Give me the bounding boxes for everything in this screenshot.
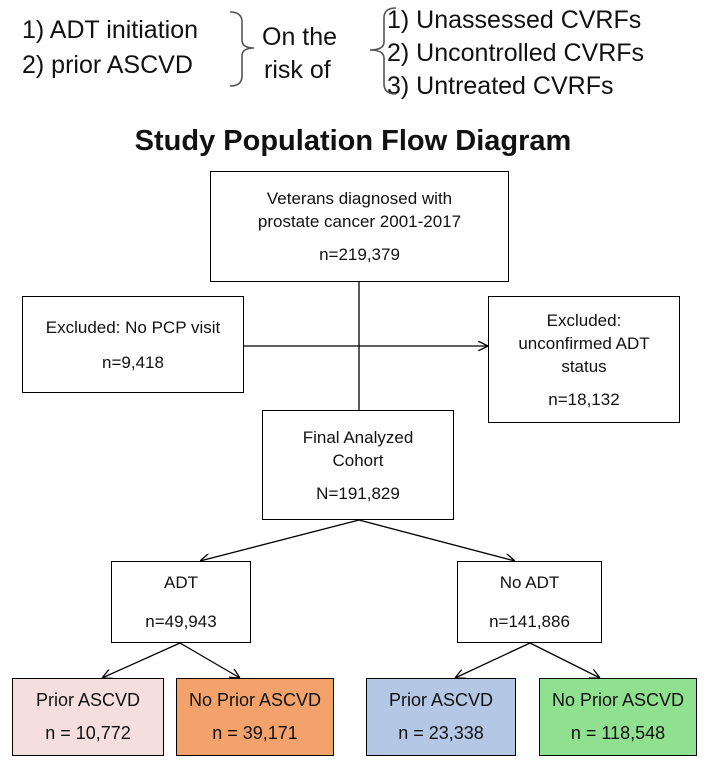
box-no-adt: No ADT n=141,886	[457, 561, 602, 643]
box-excluded-pcp-count: n=9,418	[102, 352, 164, 372]
box-noadt-prior-ascvd-label: Prior ASCVD	[388, 690, 494, 710]
box-noadt-prior-ascvd: Prior ASCVD n = 23,338	[366, 678, 516, 756]
left-brace	[229, 11, 255, 87]
arrow-adt-no-prior	[179, 642, 240, 678]
box-excluded-pcp-line-1: Excluded: No PCP visit	[45, 317, 221, 337]
box-excluded-adt: Excluded: unconfirmed ADT status n=18,13…	[488, 296, 680, 423]
arrow-to-adt	[200, 519, 360, 561]
connector-line-2: risk of	[264, 56, 331, 84]
box-no-adt-count: n=141,886	[489, 612, 570, 631]
box-adt-prior-ascvd: Prior ASCVD n = 10,772	[12, 678, 164, 756]
outcome-2: 2) Uncontrolled CVRFs	[387, 39, 645, 67]
arrow-noadt-no-prior	[529, 642, 600, 678]
arrow-to-no-adt	[358, 519, 515, 561]
arrow-noadt-prior	[455, 642, 531, 678]
arrow-adt-prior	[102, 642, 181, 678]
right-brace	[369, 7, 397, 95]
box-noadt-prior-ascvd-count: n = 23,338	[398, 723, 484, 743]
box-excluded-pcp: Excluded: No PCP visit n=9,418	[22, 296, 244, 393]
box-no-adt-label: No ADT	[499, 573, 560, 592]
exposure-1: 1) ADT initiation	[22, 16, 199, 44]
connector-line-1: On the	[262, 23, 338, 51]
box-veterans-count: n=219,379	[319, 245, 400, 264]
box-final-cohort-line-1: Final Analyzed	[302, 427, 414, 447]
exposure-2: 2) prior ASCVD	[22, 51, 193, 79]
outcome-1: 1) Unassessed CVRFs	[387, 6, 642, 34]
box-final-cohort: Final Analyzed Cohort N=191,829	[262, 410, 454, 520]
box-adt-prior-ascvd-count: n = 10,772	[45, 723, 131, 743]
box-adt: ADT n=49,943	[111, 561, 251, 643]
box-veterans-line-2: prostate cancer 2001-2017	[257, 212, 462, 231]
box-noadt-no-prior-ascvd: No Prior ASCVD n = 118,548	[539, 678, 697, 756]
box-final-cohort-count: N=191,829	[316, 483, 400, 503]
box-veterans: Veterans diagnosed with prostate cancer …	[210, 171, 509, 282]
diagram-title: Study Population Flow Diagram	[134, 125, 572, 157]
box-adt-no-prior-ascvd: No Prior ASCVD n = 39,171	[176, 678, 334, 756]
box-noadt-no-prior-ascvd-label: No Prior ASCVD	[551, 690, 685, 710]
box-excluded-adt-count: n=18,132	[548, 389, 620, 409]
box-adt-label: ADT	[164, 573, 198, 592]
box-adt-no-prior-ascvd-count: n = 39,171	[212, 723, 298, 743]
box-excluded-adt-line-1: Excluded:	[546, 310, 622, 330]
box-noadt-no-prior-ascvd-count: n = 118,548	[570, 723, 666, 743]
box-adt-prior-ascvd-label: Prior ASCVD	[35, 690, 141, 710]
box-final-cohort-line-2: Cohort	[332, 450, 384, 470]
box-adt-no-prior-ascvd-label: No Prior ASCVD	[188, 690, 322, 710]
box-adt-count: n=49,943	[145, 612, 217, 631]
outcome-3: 3) Untreated CVRFs	[387, 72, 614, 100]
box-excluded-adt-line-2: unconfirmed ADT	[518, 333, 650, 353]
box-excluded-adt-line-3: status	[561, 356, 607, 376]
box-veterans-line-1: Veterans diagnosed with	[266, 189, 453, 208]
